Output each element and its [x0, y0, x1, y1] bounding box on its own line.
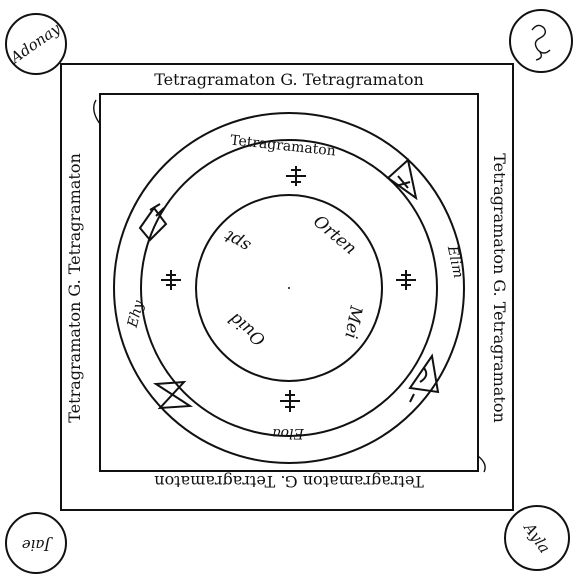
frame-flourish-right [477, 455, 486, 473]
ring-label-top: Tetragramaton [230, 133, 337, 160]
corner-circle-top-right [509, 9, 573, 73]
inner-label-ouid: Ouid [225, 308, 270, 350]
inner-label-spt: spt [221, 226, 254, 257]
triangle-icon [386, 158, 418, 201]
ring-label-left: Ehy [124, 298, 147, 330]
inner-label-mei: Mei [340, 303, 366, 340]
frame-flourish-left [93, 99, 101, 125]
inner-circle [195, 194, 383, 382]
cross-icon [396, 270, 416, 290]
outer-frame [60, 63, 514, 511]
border-text-top: Tetragramaton G. Tetragramaton [154, 70, 424, 89]
ring-label-right: Elim [444, 243, 467, 279]
cross-icon [280, 390, 300, 412]
cross-icon [286, 166, 306, 186]
square-symbol-icon [138, 203, 168, 242]
hourglass-icon [152, 380, 194, 410]
cross-icon [161, 270, 181, 290]
border-text-left: Tetragramaton G. Tetragramaton [65, 153, 84, 423]
inner-frame [99, 93, 479, 472]
corner-circle-top-left [5, 13, 67, 75]
outer-circle [113, 112, 465, 464]
corner-label-adonay: Adonay [5, 19, 64, 68]
corner-sigil-icon [531, 24, 551, 61]
inner-label-orten: Orten [309, 212, 360, 259]
corner-label-ayla: Ayla [519, 518, 554, 557]
border-text-right: Tetragramaton G. Tetragramaton [490, 153, 509, 423]
border-text-bottom: Tetragramaton G. Tetragramaton [154, 472, 424, 491]
ring-label-bottom: Eloa [272, 425, 304, 441]
center-point [288, 287, 290, 289]
triangle-icon [408, 353, 440, 403]
corner-circle-bottom-right [504, 505, 570, 571]
middle-circle [140, 139, 438, 437]
corner-circle-bottom-left [5, 512, 67, 574]
corner-label-jaie: Jaie [22, 536, 54, 554]
